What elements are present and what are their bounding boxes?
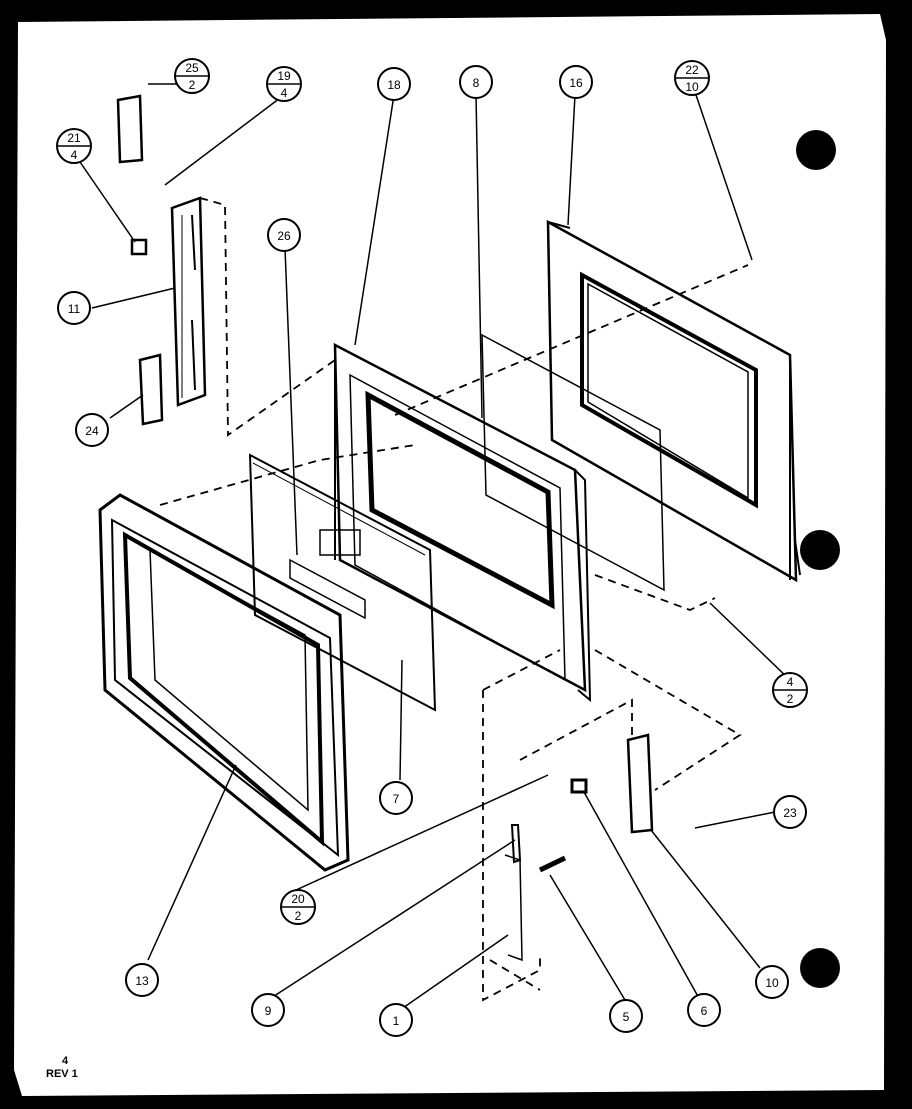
part-16-outer-frame bbox=[546, 219, 801, 583]
part-1-lever bbox=[504, 854, 523, 962]
callout-26: 26 bbox=[267, 218, 301, 252]
page-number: 4 bbox=[62, 1055, 69, 1067]
callout-19-top: 19 bbox=[277, 69, 291, 83]
callout-5: 5 bbox=[609, 999, 643, 1033]
callout-26-label: 26 bbox=[277, 229, 291, 243]
callout-20-top: 20 bbox=[291, 892, 305, 906]
assembly-lines bbox=[159, 197, 749, 1002]
callout-25-top: 25 bbox=[185, 61, 199, 75]
callout-4-top: 4 bbox=[787, 675, 794, 689]
callout-13-label: 13 bbox=[135, 974, 149, 988]
callout-23-label: 23 bbox=[783, 806, 797, 820]
callout-22: 22 10 bbox=[674, 60, 710, 96]
callout-23: 23 bbox=[773, 795, 807, 829]
part-18-inner-frame bbox=[319, 342, 592, 703]
part-21-screw bbox=[130, 238, 148, 256]
callout-8: 8 bbox=[459, 65, 493, 99]
part-13-door-front bbox=[98, 493, 350, 872]
callout-9-label: 9 bbox=[265, 1004, 272, 1018]
part-10-bracket bbox=[626, 733, 654, 834]
part-6-clip bbox=[570, 778, 588, 794]
part-25-block bbox=[116, 94, 144, 164]
callout-16-label: 16 bbox=[569, 76, 583, 90]
binder-hole bbox=[800, 948, 840, 988]
part-8-glass-panel bbox=[481, 333, 665, 592]
part-5-roller bbox=[538, 855, 567, 873]
callout-18: 18 bbox=[377, 67, 411, 101]
callout-16: 16 bbox=[559, 65, 593, 99]
callout-6-label: 6 bbox=[701, 1004, 708, 1018]
callout-1: 1 bbox=[379, 1003, 413, 1037]
callout-7: 7 bbox=[379, 781, 413, 815]
callout-4: 4 2 bbox=[772, 672, 808, 708]
callout-5-label: 5 bbox=[623, 1010, 630, 1024]
callout-24-label: 24 bbox=[85, 424, 99, 438]
callout-25-bottom: 2 bbox=[189, 78, 196, 92]
callout-10: 10 bbox=[755, 965, 789, 999]
part-24-block bbox=[138, 353, 164, 426]
callout-4-bottom: 2 bbox=[787, 692, 794, 706]
leader-lines bbox=[79, 83, 791, 1011]
callout-11-label: 11 bbox=[68, 302, 81, 316]
part-11-hinge-bracket bbox=[170, 196, 207, 407]
callout-1-label: 1 bbox=[393, 1014, 400, 1028]
callout-11: 11 bbox=[57, 291, 91, 325]
callout-22-bottom: 10 bbox=[685, 80, 699, 94]
callout-24: 24 bbox=[75, 413, 109, 447]
callout-6: 6 bbox=[687, 993, 721, 1027]
paper-sheet bbox=[14, 14, 886, 1096]
callout-19: 19 4 bbox=[266, 66, 302, 102]
binder-hole bbox=[796, 130, 836, 170]
callout-8-label: 8 bbox=[473, 76, 480, 90]
callout-9: 9 bbox=[251, 993, 285, 1027]
callout-25: 25 2 bbox=[174, 58, 210, 94]
callout-22-top: 22 bbox=[685, 63, 699, 77]
callout-10-label: 10 bbox=[765, 976, 779, 990]
callout-21: 21 4 bbox=[56, 128, 92, 164]
callout-13: 13 bbox=[125, 963, 159, 997]
part-7-mesh-panel bbox=[248, 453, 437, 712]
callout-21-bottom: 4 bbox=[71, 148, 78, 162]
callout-18-label: 18 bbox=[387, 78, 401, 92]
binder-hole bbox=[800, 530, 840, 570]
revision-label: REV 1 bbox=[46, 1068, 78, 1080]
callout-19-bottom: 4 bbox=[281, 86, 288, 100]
part-26-strip bbox=[289, 558, 366, 620]
callout-20-bottom: 2 bbox=[295, 909, 302, 923]
callout-20: 20 2 bbox=[280, 889, 316, 925]
callout-21-top: 21 bbox=[67, 131, 81, 145]
callout-7-label: 7 bbox=[393, 792, 400, 806]
